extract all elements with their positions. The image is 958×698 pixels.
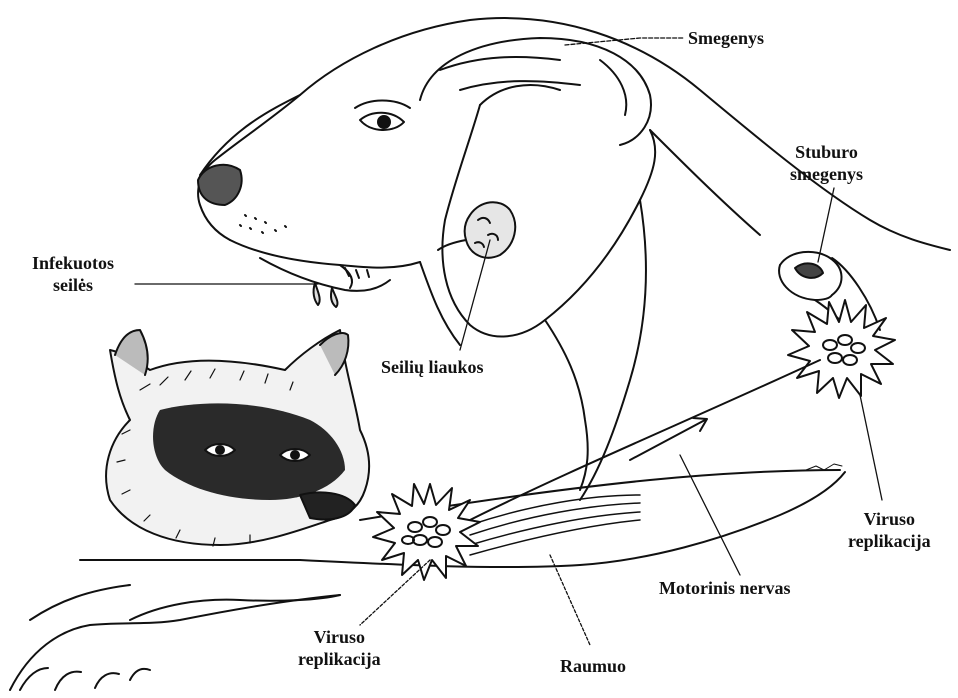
leader-lines bbox=[135, 38, 882, 645]
infected-saliva-label-line1: Infekuotos bbox=[32, 252, 114, 274]
spinal-cord-label: Stuburo smegenys bbox=[790, 141, 863, 185]
spinal-cord-label-line1: Stuburo bbox=[790, 141, 863, 163]
motor-nerve-label: Motorinis nervas bbox=[659, 577, 790, 599]
virus-replication-marker-left bbox=[373, 484, 480, 580]
virus-replication-marker-right bbox=[788, 300, 895, 398]
virus-replication-left-label-line2: replikacija bbox=[298, 648, 381, 670]
raccoon-illustration bbox=[106, 330, 369, 546]
infected-saliva-label-line2: seilės bbox=[32, 274, 114, 296]
virus-replication-left-label: Viruso replikacija bbox=[298, 626, 381, 670]
virus-replication-right-label: Viruso replikacija bbox=[848, 508, 931, 552]
virus-replication-left-label-line1: Viruso bbox=[298, 626, 381, 648]
virus-replication-right-label-line2: replikacija bbox=[848, 530, 931, 552]
infected-saliva-label: Infekuotos seilės bbox=[32, 252, 114, 296]
brain-label: Smegenys bbox=[688, 27, 764, 49]
virus-replication-right-label-line1: Viruso bbox=[848, 508, 931, 530]
salivary-glands-label: Seilių liaukos bbox=[381, 356, 484, 378]
muscle-label: Raumuo bbox=[560, 655, 626, 677]
spinal-cord-label-line2: smegenys bbox=[790, 163, 863, 185]
